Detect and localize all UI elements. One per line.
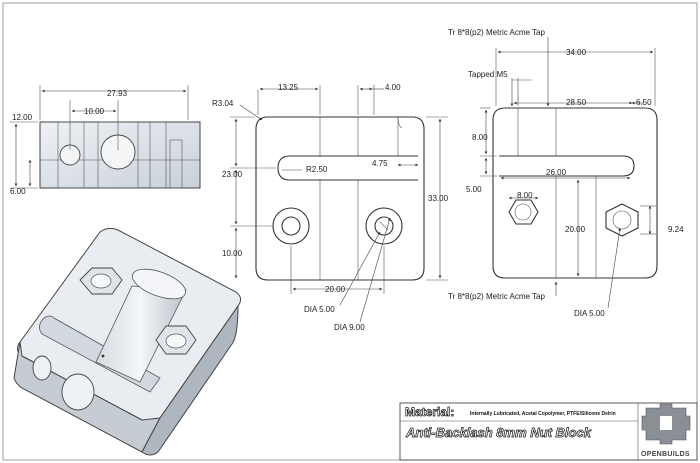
iso-hole-small xyxy=(32,355,52,381)
title-block: Material: Internally Lubricated, Acetal … xyxy=(399,402,698,461)
side-view: 27.93 10.00 12.00 6.00 xyxy=(10,85,201,196)
part-name: Anti-Backlash 8mm Nut Block xyxy=(405,425,592,440)
right-hex-nut-right xyxy=(605,203,639,237)
right-view: Tr 8*8(p2) Metric Acme Tap 34.00 Tapped … xyxy=(448,28,684,318)
right-dim-right-offset: 6.50 xyxy=(636,98,652,107)
front-dim-hole-spacing: 20.00 xyxy=(325,285,346,294)
right-dim-slot-height: 5.00 xyxy=(466,185,482,194)
right-dim-slot-length: 26.00 xyxy=(546,168,567,177)
right-hex-nut-left xyxy=(508,199,539,225)
front-dim-upper-height: 23.00 xyxy=(222,170,243,179)
front-right-hole-inner xyxy=(374,216,394,236)
right-dim-hex-width: 8.00 xyxy=(517,191,533,200)
front-dim-small-dia: DIA 5.00 xyxy=(304,305,335,314)
right-view-outline xyxy=(492,107,658,279)
front-dim-slot-radius: R2.50 xyxy=(306,165,328,174)
right-dim-total-width: 34.00 xyxy=(566,48,587,57)
isometric-view xyxy=(13,227,242,456)
iso-front-face-right xyxy=(141,304,239,456)
front-left-hole-outer xyxy=(272,207,310,245)
side-dim-offset: 6.00 xyxy=(10,187,26,196)
openbuilds-logo-icon xyxy=(641,403,691,445)
front-left-hole-inner xyxy=(281,216,301,236)
front-right-hole-outer xyxy=(365,207,403,245)
side-dim-width: 27.93 xyxy=(107,89,128,98)
right-dim-lower-height: 20.00 xyxy=(565,225,586,234)
right-dim-top-height: 8.00 xyxy=(472,133,488,142)
right-label-top-tap: Tr 8*8(p2) Metric Acme Tap xyxy=(448,28,545,37)
right-slot xyxy=(499,155,635,177)
front-dim-large-dia: DIA 9.00 xyxy=(334,323,365,332)
iso-hole-large xyxy=(61,373,95,411)
right-label-bottom-tap: Tr 8*8(p2) Metric Acme Tap xyxy=(448,292,545,301)
front-dim-slot-offset: 4.75 xyxy=(372,159,388,168)
material-value: Internally Lubricated, Acetal Copolymer,… xyxy=(470,411,616,417)
front-dim-total-height: 33.00 xyxy=(428,194,449,203)
front-view-outline xyxy=(255,116,425,281)
front-dim-corner-radius: R3.04 xyxy=(212,99,234,108)
right-label-tapped: Tapped M5 xyxy=(468,70,508,79)
right-dim-hex-height: 9.24 xyxy=(668,225,684,234)
front-dim-top-left: 13.25 xyxy=(278,83,299,92)
front-view: R3.04 13.25 4.00 R2.50 4.75 23.00 33.00 … xyxy=(212,83,449,332)
side-dim-hole-spacing: 10.00 xyxy=(84,107,105,116)
right-dim-span: 28.50 xyxy=(566,98,587,107)
side-dim-height: 12.00 xyxy=(12,113,33,122)
material-label: Material: xyxy=(405,405,454,419)
front-dim-lower-height: 10.00 xyxy=(222,249,243,258)
logo-text: OPENBUILDS xyxy=(641,451,690,458)
front-slot xyxy=(277,155,418,181)
right-dim-hole-dia: DIA 5.00 xyxy=(574,309,605,318)
front-dim-top-right: 4.00 xyxy=(385,83,401,92)
